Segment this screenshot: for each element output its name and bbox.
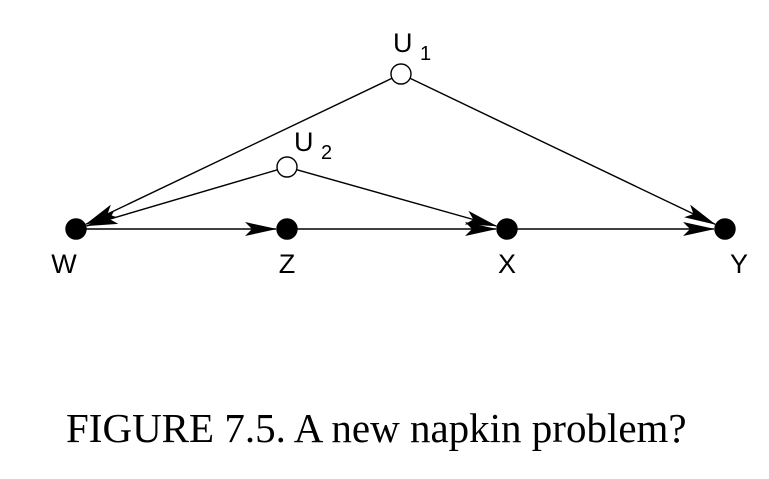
edge-u1-to-w	[84, 77, 393, 225]
node-label-u2: U 2	[294, 127, 332, 164]
node-x-observed	[496, 218, 518, 240]
edges-layer	[84, 77, 717, 236]
node-label-x: X	[498, 249, 516, 279]
node-w-observed	[65, 218, 87, 240]
node-u2-latent	[276, 156, 298, 178]
node-y-observed	[714, 218, 736, 240]
figure-caption: FIGURE 7.5. A new napkin problem?	[66, 405, 687, 451]
node-label-u1-sub: 1	[420, 43, 431, 65]
edge-u2-to-w	[85, 169, 278, 227]
node-z-observed	[276, 218, 298, 240]
node-label-u2-sub: 2	[321, 142, 332, 164]
node-u1-latent	[390, 63, 412, 85]
node-label-u1: U 1	[393, 28, 431, 65]
nodes-layer	[65, 63, 736, 240]
edge-u2-to-x	[296, 169, 498, 227]
node-label-u2-main: U	[294, 127, 314, 157]
node-label-z: Z	[279, 249, 296, 279]
edge-u1-to-y	[409, 77, 717, 225]
node-label-w: W	[51, 249, 77, 279]
node-label-u1-main: U	[393, 28, 413, 58]
node-label-y: Y	[730, 249, 748, 279]
